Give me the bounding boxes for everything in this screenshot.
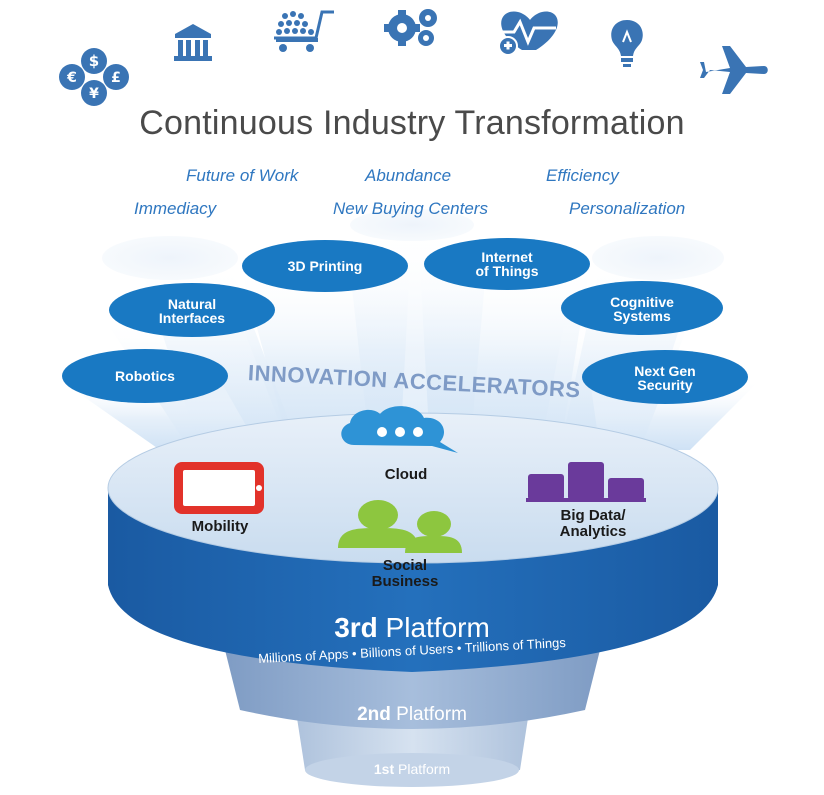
third-platform-disc xyxy=(107,412,719,672)
accelerator-label: 3D Printing xyxy=(287,258,363,274)
trend-future-of-work: Future of Work xyxy=(186,166,299,185)
big-data-label-line1: Big Data/ xyxy=(560,507,626,524)
accelerator-label: Robotics xyxy=(115,368,175,384)
big-data-label-line2: Analytics xyxy=(559,523,627,540)
trend-personalization: Personalization xyxy=(569,199,686,218)
second-platform xyxy=(225,650,600,729)
mobility-label: Mobility xyxy=(191,518,249,535)
svg-text:£: £ xyxy=(111,70,121,86)
second-platform-number: 2nd xyxy=(357,704,391,725)
accelerator-label: Natural xyxy=(167,296,217,312)
social-business-label: Social Business xyxy=(340,558,470,590)
shopping-cart-icon xyxy=(274,10,334,52)
third-platform-number: 3rd xyxy=(334,612,378,643)
first-platform-label: 1st Platform xyxy=(0,761,824,777)
accelerator-robotics: Robotics xyxy=(62,369,228,383)
accelerator-next-gen-security: Next Gen Security xyxy=(582,364,748,392)
accelerator-label: Next Gen xyxy=(634,363,696,379)
first-platform-word: Platform xyxy=(398,761,451,777)
third-platform-word: Platform xyxy=(385,612,490,643)
accelerator-3d-printing: 3D Printing xyxy=(242,259,408,273)
cloud-label: Cloud xyxy=(384,466,428,483)
big-data-label: Big Data/ Analytics xyxy=(528,508,658,540)
accelerator-label: Cognitive xyxy=(610,294,674,310)
accelerator-pills xyxy=(62,238,748,404)
social-business-label-line2: Business xyxy=(371,573,439,590)
svg-text:$: $ xyxy=(89,52,99,70)
svg-text:€: € xyxy=(66,70,77,86)
second-platform-label: 2nd Platform xyxy=(0,704,824,726)
accelerator-label: Interfaces xyxy=(158,310,226,326)
third-platform-label: 3rd Platform xyxy=(0,612,824,644)
page-title: Continuous Industry Transformation xyxy=(139,104,685,142)
gears-icon xyxy=(384,9,437,46)
accelerator-label: of Things xyxy=(475,263,539,279)
social-business-icon xyxy=(338,500,462,553)
bank-icon xyxy=(174,24,212,61)
svg-text:¥: ¥ xyxy=(89,86,99,102)
airplane-icon xyxy=(700,46,768,94)
accelerator-internet-of-things: Internet of Things xyxy=(424,250,590,278)
trend-efficiency: Efficiency xyxy=(546,166,619,185)
social-business-label-line1: Social xyxy=(382,557,428,574)
currency-icon: $ € £ ¥ xyxy=(59,48,129,106)
accelerator-label: Internet xyxy=(481,249,533,265)
trend-immediacy: Immediacy xyxy=(134,199,217,218)
accelerator-cognitive-systems: Cognitive Systems xyxy=(561,295,723,323)
second-platform-word: Platform xyxy=(396,704,467,725)
accelerator-label: Security xyxy=(637,377,693,393)
ghost-pill-center xyxy=(350,209,474,241)
trend-new-buying-centers: New Buying Centers xyxy=(333,199,488,218)
first-platform-number: 1st xyxy=(373,761,395,777)
ghost-pill-right xyxy=(592,236,724,280)
trend-abundance: Abundance xyxy=(365,166,452,185)
lightbulb-icon xyxy=(611,20,643,67)
accelerator-label: Systems xyxy=(613,308,671,324)
analytics-icon xyxy=(526,462,646,502)
health-icon xyxy=(498,11,558,56)
ghost-pill-left xyxy=(102,236,238,280)
accelerator-natural-interfaces: Natural Interfaces xyxy=(109,297,275,325)
mobility-icon xyxy=(174,462,264,514)
cloud-icon xyxy=(341,406,458,453)
